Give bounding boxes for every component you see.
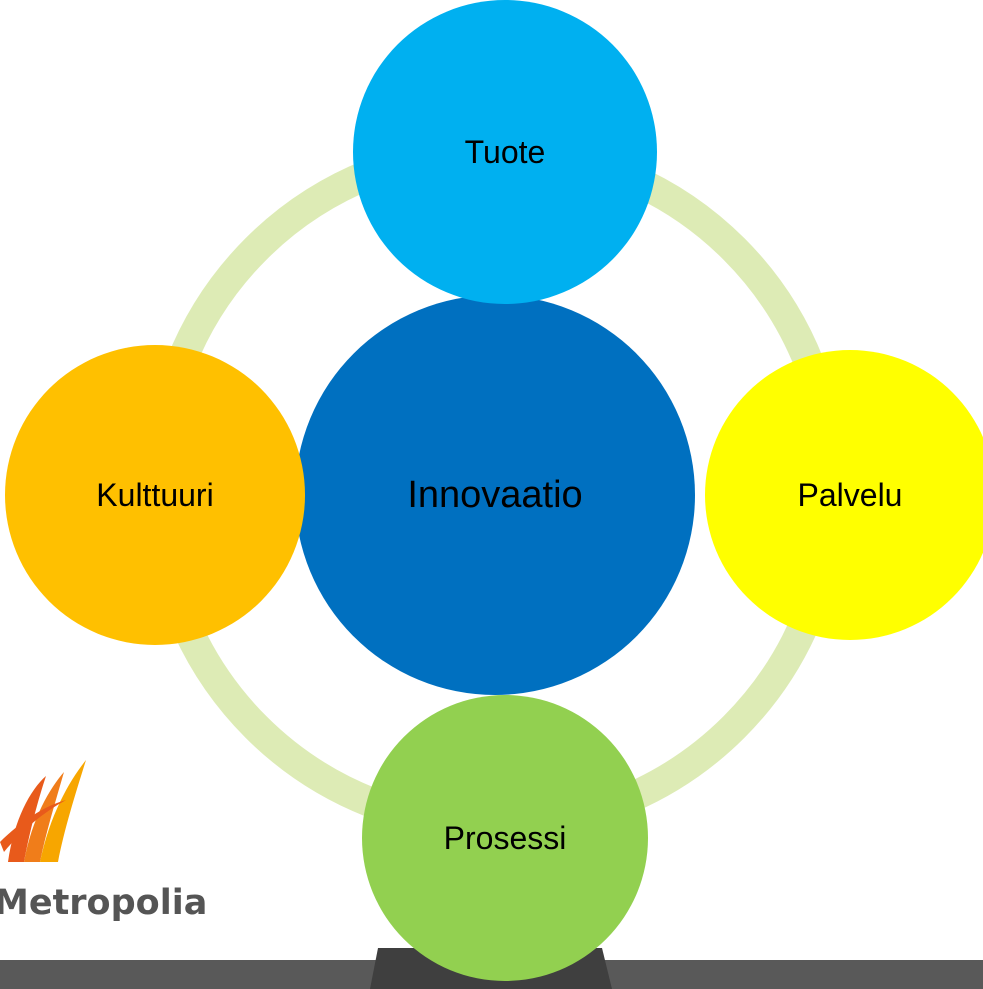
center-node: Innovaatio xyxy=(295,295,695,695)
node-palvelu: Palvelu xyxy=(705,350,983,640)
node-prosessi-circle xyxy=(362,695,648,981)
center-node-label: Innovaatio xyxy=(407,474,582,516)
node-kulttuuri-label: Kulttuuri xyxy=(96,477,213,513)
metropolia-logo: Metropolia xyxy=(0,760,207,923)
node-palvelu-label: Palvelu xyxy=(798,477,903,513)
node-tuote-circle xyxy=(353,0,657,304)
center-node-circle xyxy=(295,295,695,695)
metropolia-logo-text: Metropolia xyxy=(0,883,207,923)
node-tuote-label: Tuote xyxy=(465,134,546,170)
node-prosessi: Prosessi xyxy=(362,695,648,981)
node-prosessi-label: Prosessi xyxy=(444,820,567,856)
node-kulttuuri-circle xyxy=(5,345,305,645)
node-tuote: Tuote xyxy=(353,0,657,304)
metropolia-swirl-logo-icon xyxy=(0,760,86,862)
node-kulttuuri: Kulttuuri xyxy=(5,345,305,645)
node-palvelu-circle xyxy=(705,350,983,640)
